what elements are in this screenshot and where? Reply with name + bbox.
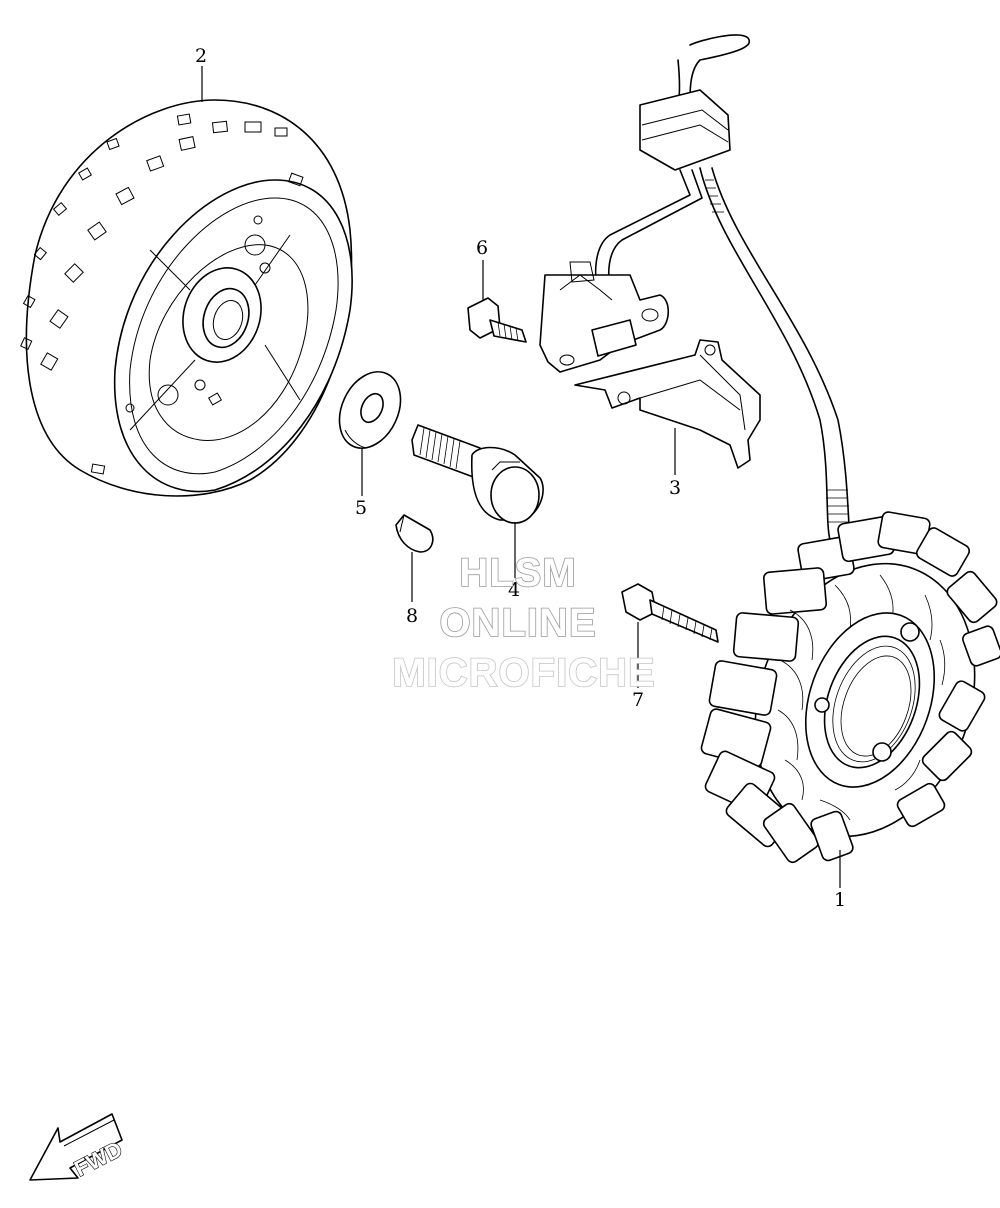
svg-text:HLSM: HLSM: [459, 551, 576, 595]
svg-text:2: 2: [195, 45, 207, 67]
watermark: HLSM ONLINE MICROFICHE: [392, 550, 656, 696]
svg-text:MICROFICHE: MICROFICHE: [392, 651, 655, 695]
stator-screw[interactable]: [621, 583, 719, 643]
callout-4: 4: [508, 522, 520, 601]
callout-1: 1: [834, 850, 846, 911]
callout-5: 5: [355, 448, 367, 519]
callout-8: 8: [406, 552, 418, 627]
svg-text:1: 1: [834, 889, 846, 911]
svg-text:3: 3: [669, 477, 681, 499]
forward-direction-arrow: FWD: [29, 1113, 127, 1182]
svg-text:7: 7: [632, 689, 644, 711]
wire-harness: [594, 34, 851, 541]
callout-6: 6: [476, 237, 488, 300]
svg-text:5: 5: [355, 497, 367, 519]
callout-7: 7: [632, 622, 644, 711]
pickup-bolt[interactable]: [467, 297, 527, 343]
callout-3: 3: [669, 428, 681, 499]
pickup-coil[interactable]: [539, 261, 670, 373]
pickup-bracket[interactable]: [574, 339, 761, 469]
callout-2: 2: [195, 45, 207, 102]
svg-text:6: 6: [476, 237, 488, 259]
svg-text:8: 8: [406, 605, 418, 627]
svg-text:ONLINE: ONLINE: [439, 601, 596, 645]
svg-text:4: 4: [508, 579, 520, 601]
flywheel-rotor[interactable]: [20, 99, 353, 497]
flywheel-washer[interactable]: [328, 362, 413, 458]
stator[interactable]: [700, 511, 1000, 867]
woodruff-key[interactable]: [395, 514, 434, 553]
flywheel-bolt[interactable]: [411, 424, 544, 524]
